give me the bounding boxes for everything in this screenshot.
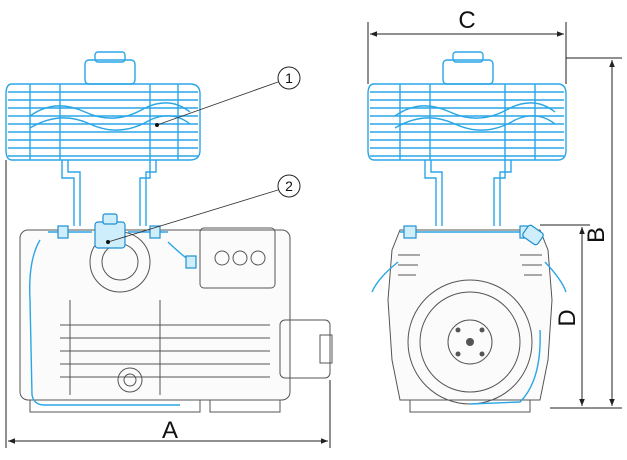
dimension-a-label: A	[162, 417, 178, 444]
dimension-c-label: C	[458, 7, 475, 34]
dimension-d: D	[540, 224, 590, 406]
side-compressor	[19, 227, 333, 413]
side-piping	[29, 213, 197, 406]
front-piping	[371, 224, 567, 405]
front-view: C B D	[367, 7, 622, 413]
front-compressor	[387, 229, 553, 413]
dimension-d-label: D	[554, 309, 581, 326]
callout-1: 1	[155, 66, 301, 127]
dimension-b: B	[550, 57, 622, 409]
callout-1-label: 1	[285, 70, 293, 86]
dimension-c: C	[367, 7, 567, 84]
side-view: 1 2 A	[5, 51, 333, 448]
callout-2: 2	[106, 174, 301, 244]
dimension-b-label: B	[583, 227, 610, 243]
front-fan	[367, 51, 567, 226]
callout-2-label: 2	[285, 178, 293, 194]
dimension-a: A	[5, 160, 331, 448]
side-fan	[5, 51, 201, 226]
